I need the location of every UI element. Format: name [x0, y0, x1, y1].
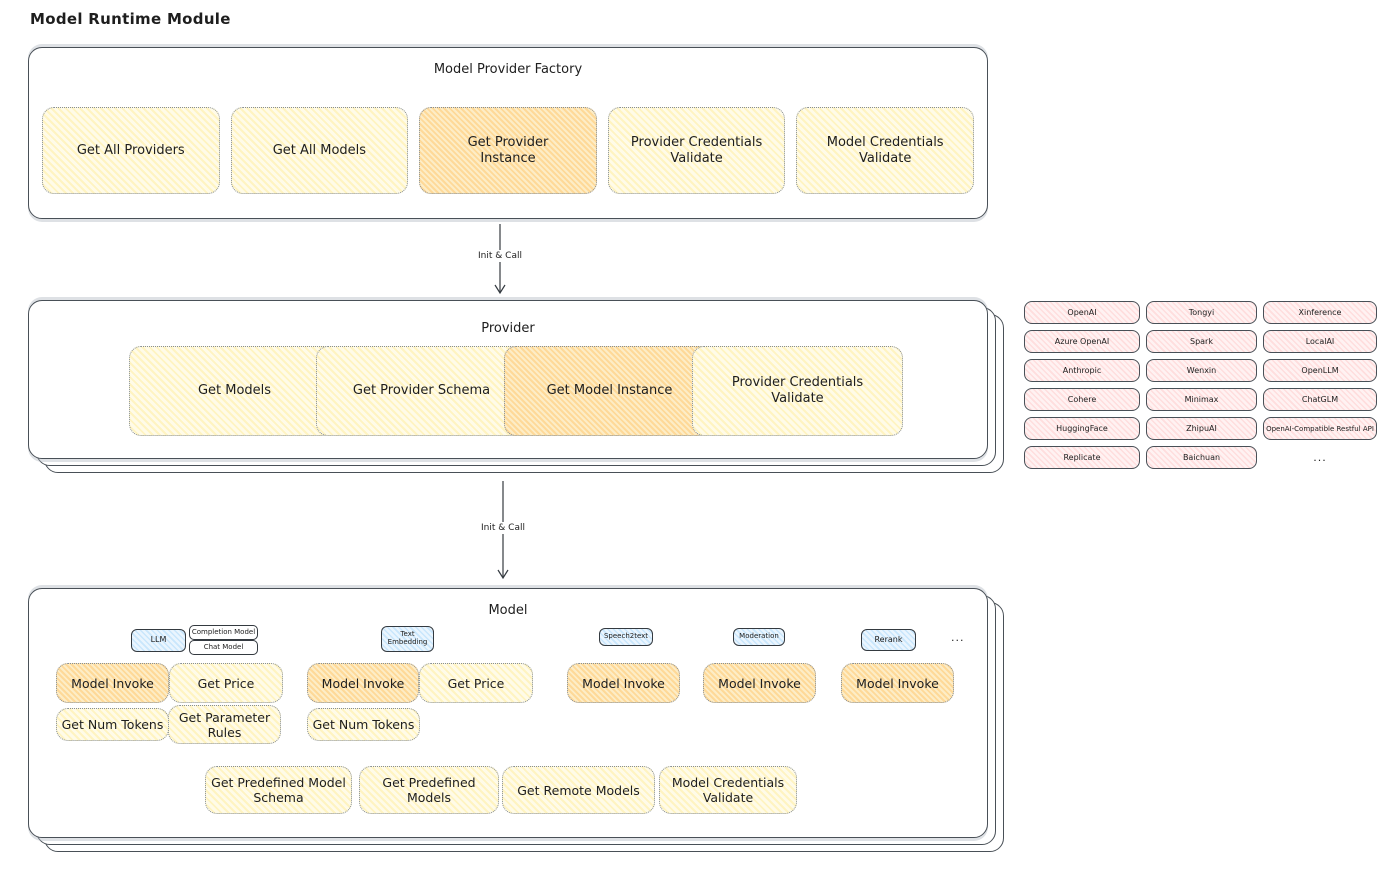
factory-container: Model Provider Factory Get All Providers… — [28, 47, 988, 219]
model-node-get-remote-models: Get Remote Models — [502, 766, 655, 814]
vendor-openai: OpenAI — [1024, 301, 1140, 324]
model-node-llm-model-invoke: Model Invoke — [56, 663, 169, 703]
model-node-speech2text-model-invoke: Model Invoke — [567, 663, 680, 703]
provider-container: Provider Get Models Get Provider Schema … — [28, 300, 988, 459]
model-node-text-embedding-model-invoke: Model Invoke — [307, 663, 419, 703]
vendor-chatglm: ChatGLM — [1263, 388, 1377, 411]
factory-node-get-all-providers: Get All Providers — [42, 107, 220, 194]
vendor-azure-openai: Azure OpenAI — [1024, 330, 1140, 353]
model-node-text-embedding-get-price: Get Price — [419, 663, 533, 703]
model-node-text-embedding-get-num-tokens: Get Num Tokens — [307, 708, 420, 741]
model-tab-completion-model: Completion Model — [189, 625, 258, 640]
provider-vendors-grid: OpenAI Tongyi Xinference Azure OpenAI Sp… — [1024, 301, 1377, 469]
vendor-cohere: Cohere — [1024, 388, 1140, 411]
page-title: Model Runtime Module — [30, 10, 231, 28]
factory-nodes-row: Get All Providers Get All Models Get Pro… — [42, 107, 974, 194]
model-node-llm-get-parameter-rules: Get Parameter Rules — [168, 705, 281, 744]
vendor-spark: Spark — [1146, 330, 1257, 353]
model-tab-llm: LLM — [131, 629, 186, 652]
model-tab-moderation: Moderation — [733, 628, 785, 646]
vendor-xinference: Xinference — [1263, 301, 1377, 324]
vendor-anthropic: Anthropic — [1024, 359, 1140, 382]
provider-node-provider-credentials-validate: Provider Credentials Validate — [692, 346, 903, 436]
factory-node-model-credentials-validate: Model Credentials Validate — [796, 107, 974, 194]
factory-node-get-all-models: Get All Models — [230, 107, 409, 194]
vendor-zhipuai: ZhipuAI — [1146, 417, 1257, 440]
vendors-more-ellipsis: ... — [1313, 451, 1327, 464]
model-node-rerank-model-invoke: Model Invoke — [841, 663, 954, 703]
model-node-moderation-model-invoke: Model Invoke — [703, 663, 816, 703]
arrow-label-init-call-2: Init & Call — [473, 522, 533, 534]
vendor-baichuan: Baichuan — [1146, 446, 1257, 469]
vendor-huggingface: HuggingFace — [1024, 417, 1140, 440]
model-node-llm-get-num-tokens: Get Num Tokens — [56, 708, 169, 741]
model-title: Model — [488, 603, 528, 618]
vendor-localai: LocalAI — [1263, 330, 1377, 353]
vendor-wenxin: Wenxin — [1146, 359, 1257, 382]
provider-title: Provider — [481, 321, 535, 336]
factory-node-get-provider-instance: Get Provider Instance — [419, 107, 597, 194]
model-tab-text-embedding: Text Embedding — [381, 626, 434, 652]
provider-node-get-provider-schema: Get Provider Schema — [316, 346, 527, 436]
vendor-openai-compatible-restful-api: OpenAI-Compatible Restful API — [1263, 417, 1377, 440]
arrow-label-init-call-1: Init & Call — [470, 250, 530, 262]
model-tabs-more-ellipsis: ... — [951, 631, 965, 644]
vendor-replicate: Replicate — [1024, 446, 1140, 469]
model-container: Model LLM Completion Model Chat Model Te… — [28, 588, 988, 838]
vendor-minimax: Minimax — [1146, 388, 1257, 411]
model-node-model-credentials-validate: Model Credentials Validate — [659, 766, 797, 814]
vendor-openllm: OpenLLM — [1263, 359, 1377, 382]
model-node-llm-get-price: Get Price — [169, 663, 283, 703]
provider-node-get-model-instance: Get Model Instance — [504, 346, 715, 436]
model-node-get-predefined-model-schema: Get Predefined Model Schema — [205, 766, 352, 814]
model-node-get-predefined-models: Get Predefined Models — [359, 766, 499, 814]
factory-node-provider-credentials-validate: Provider Credentials Validate — [607, 107, 786, 194]
factory-title: Model Provider Factory — [433, 62, 583, 77]
model-tab-speech2text: Speech2text — [599, 628, 653, 646]
provider-node-get-models: Get Models — [129, 346, 340, 436]
vendor-tongyi: Tongyi — [1146, 301, 1257, 324]
model-tab-rerank: Rerank — [861, 629, 916, 651]
model-tab-chat-model: Chat Model — [189, 640, 258, 655]
